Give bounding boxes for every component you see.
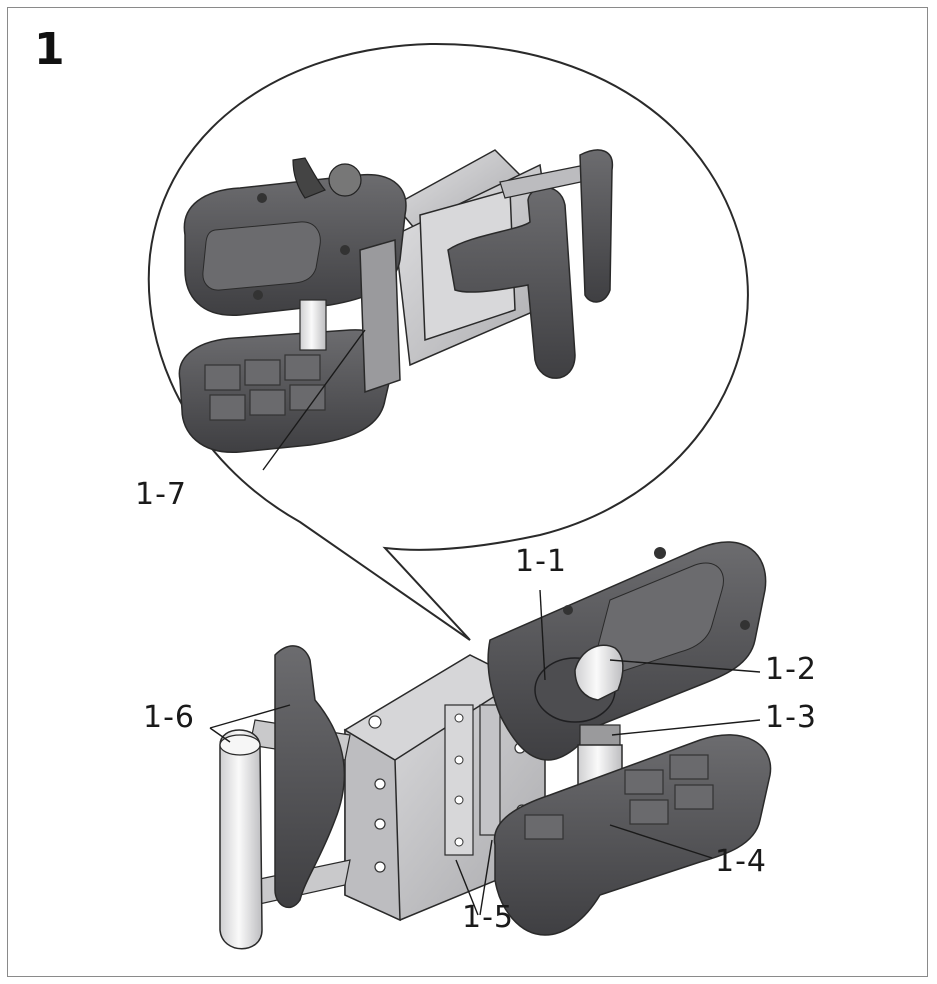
inset-wheel [579, 149, 614, 303]
callout-1-5: 1-5 [462, 900, 514, 935]
callout-1-1: 1-1 [515, 544, 567, 579]
handle-grip [219, 729, 263, 950]
inset-clamp-bottom [178, 329, 394, 453]
gear-ring [579, 724, 621, 748]
callout-1-7: 1-7 [135, 477, 187, 512]
leader-lines [209, 329, 761, 916]
plate-slot-right [479, 704, 501, 836]
callout-1-4: 1-4 [715, 844, 767, 879]
callout-1-6: 1-6 [143, 700, 195, 735]
main-device [219, 541, 772, 950]
inset-handle [447, 186, 576, 379]
plate-slot-left [444, 704, 474, 856]
figure-frame [7, 7, 928, 977]
step-number: 1 [34, 24, 65, 75]
inset-device [178, 149, 614, 453]
inset-knob [292, 157, 327, 199]
locking-knob [574, 644, 624, 701]
handle-wheel [274, 645, 346, 909]
inset-front-plate [359, 239, 401, 394]
callout-1-3: 1-3 [765, 700, 817, 735]
callout-1-2: 1-2 [765, 652, 817, 687]
